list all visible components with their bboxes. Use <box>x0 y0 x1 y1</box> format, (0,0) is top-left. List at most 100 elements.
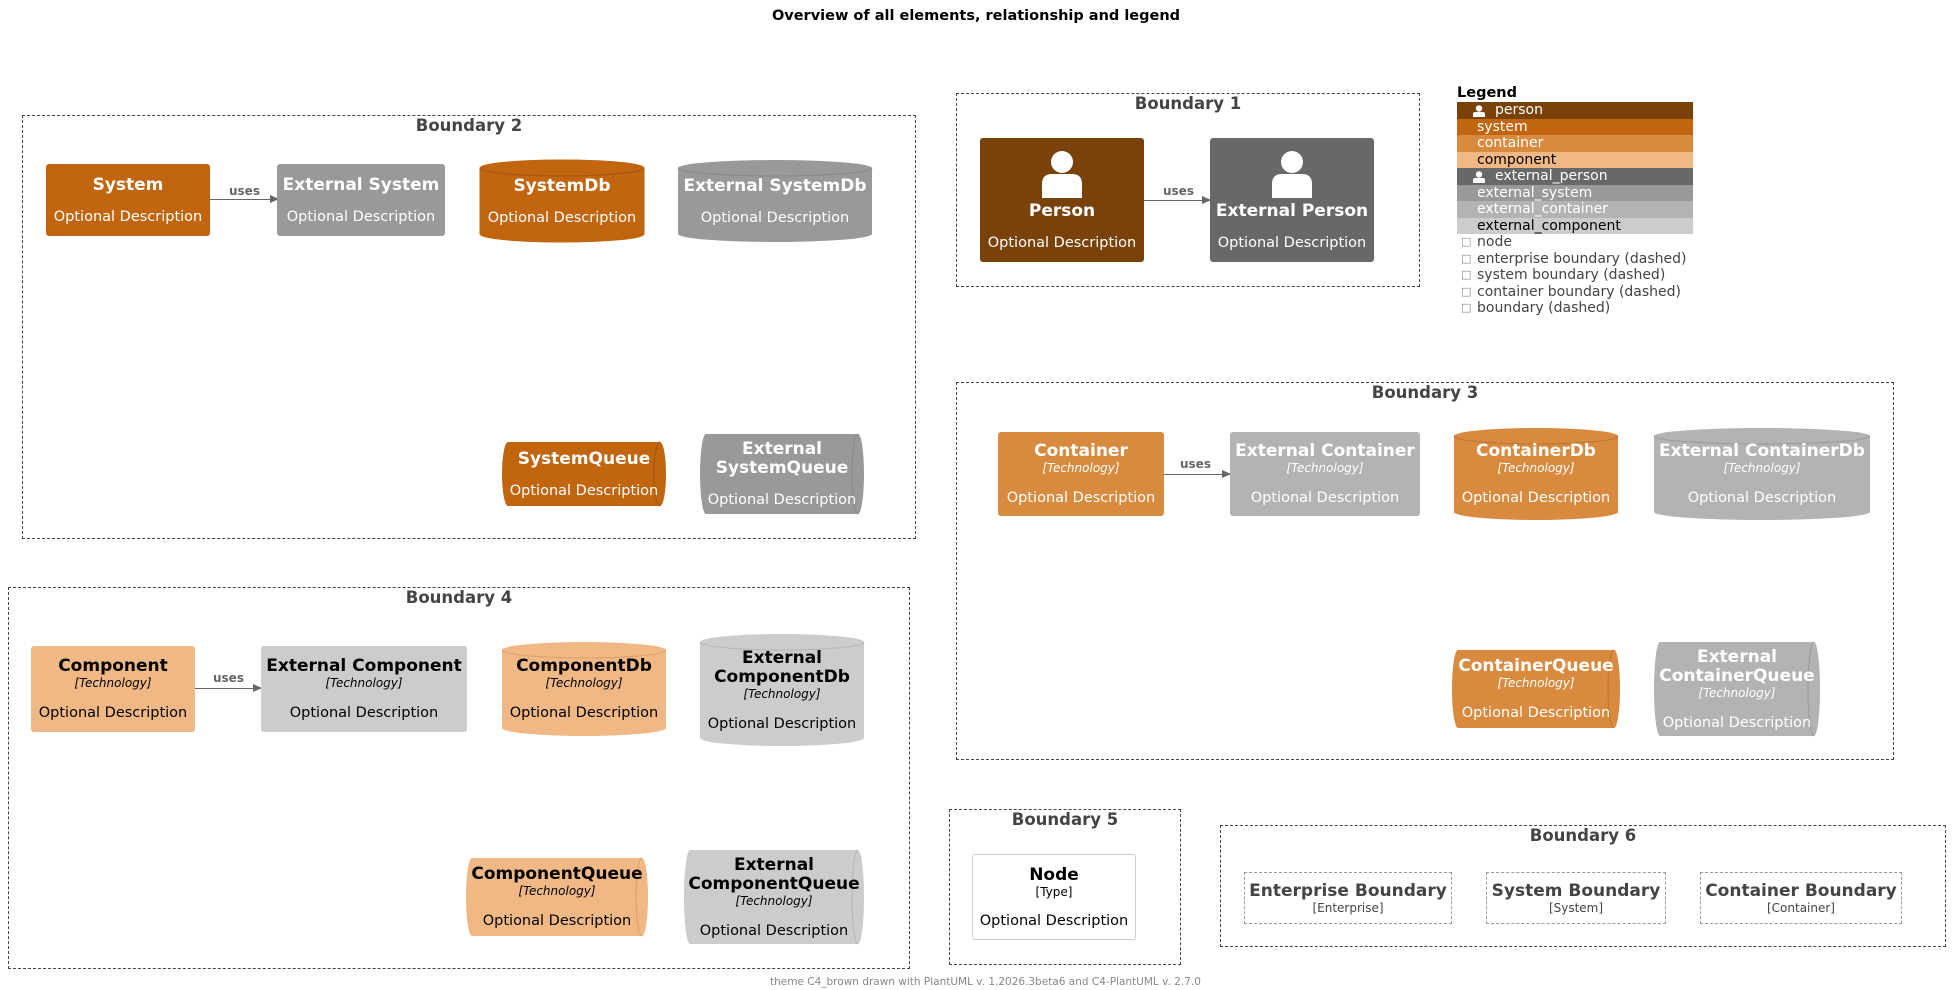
container-element[interactable]: Container [Technology] Optional Descript… <box>998 432 1164 516</box>
component-db-element[interactable]: ComponentDb [Technology] Optional Descri… <box>501 642 667 736</box>
legend-marker-icon: □ <box>1461 284 1472 298</box>
container-desc: Optional Description <box>1006 490 1156 506</box>
person-name: Person <box>1028 200 1096 221</box>
external-component-queue-element[interactable]: External ComponentQueue [Technology] Opt… <box>684 849 864 945</box>
boundary-5: Boundary 5 <box>949 809 1181 965</box>
legend-item-label: node <box>1477 234 1512 250</box>
external-container-queue-desc: Optional Description <box>1662 714 1812 731</box>
external-component-db-tech: [Technology] <box>743 686 821 701</box>
container-name: Container <box>1034 441 1128 461</box>
system-queue-element[interactable]: SystemQueue Optional Description <box>502 441 666 507</box>
legend-item-label: external_component <box>1477 217 1621 234</box>
person-icon <box>1272 150 1312 198</box>
external-system-queue-element[interactable]: External SystemQueue Optional Descriptio… <box>700 433 864 515</box>
component-element[interactable]: Component [Technology] Optional Descript… <box>31 646 195 732</box>
component-db-desc: Optional Description <box>509 705 659 721</box>
database-shape-icon <box>1453 428 1619 520</box>
legend-item-label: component <box>1477 151 1557 168</box>
external-system-queue-name-2: SystemQueue <box>715 458 849 478</box>
external-container-db-element[interactable]: External ContainerDb [Technology] Option… <box>1653 428 1871 520</box>
person-element[interactable]: Person Optional Description <box>980 138 1144 262</box>
container-boundary-type: [Container] <box>1766 901 1835 915</box>
boundary-4: Boundary 4 <box>8 587 910 969</box>
external-container-queue-tech: [Technology] <box>1698 685 1776 700</box>
external-component-element[interactable]: External Component [Technology] Optional… <box>261 646 467 732</box>
queue-shape-icon <box>1654 641 1820 737</box>
legend-item-label: boundary (dashed) <box>1477 300 1611 316</box>
boundary-2: Boundary 2 <box>22 115 916 539</box>
legend-marker-icon: □ <box>1461 268 1472 281</box>
external-component-db-name-2: ComponentDb <box>714 666 850 687</box>
external-component-db-desc: Optional Description <box>707 715 857 732</box>
legend-item-person: person <box>1457 102 1693 119</box>
container-db-desc: Optional Description <box>1461 490 1611 506</box>
system-boundary-element[interactable]: System Boundary [System] <box>1486 872 1666 924</box>
external-component-name: External Component <box>266 656 462 676</box>
external-system-queue-name-1: External <box>741 439 823 459</box>
legend-item-component: component <box>1457 151 1693 168</box>
database-shape-icon <box>501 642 667 736</box>
component-name: Component <box>58 656 168 676</box>
queue-shape-icon <box>700 433 864 515</box>
enterprise-boundary-element[interactable]: Enterprise Boundary [Enterprise] <box>1244 872 1452 924</box>
rel-label: uses <box>1163 184 1194 198</box>
person-icon <box>1042 150 1082 198</box>
enterprise-boundary-type: [Enterprise] <box>1312 901 1384 915</box>
external-component-queue-name-1: External <box>733 854 814 875</box>
legend-item-label: system <box>1477 118 1528 135</box>
external-container-db-tech: [Technology] <box>1723 461 1801 475</box>
external-system-db-desc: Optional Description <box>700 209 850 226</box>
rel-label: uses <box>213 671 244 685</box>
container-queue-element[interactable]: ContainerQueue [Technology] Optional Des… <box>1452 649 1620 729</box>
external-system-db-element[interactable]: External SystemDb Optional Description <box>677 160 873 242</box>
legend-item-system-boundary-dashed: □ system boundary (dashed) <box>1457 267 1693 284</box>
system-element[interactable]: System Optional Description <box>46 164 210 236</box>
node-desc: Optional Description <box>979 912 1129 929</box>
external-container-element[interactable]: External Container [Technology] Optional… <box>1230 432 1420 516</box>
component-queue-tech: [Technology] <box>518 884 596 898</box>
person-icon <box>1473 105 1485 117</box>
legend-item-container-boundary-dashed: □ container boundary (dashed) <box>1457 284 1693 301</box>
external-system-desc: Optional Description <box>286 208 436 225</box>
container-tech: [Technology] <box>1042 461 1120 475</box>
legend-item-system: system <box>1457 118 1693 135</box>
database-shape-icon <box>677 160 873 242</box>
legend-item-enterprise-boundary-dashed: □enterprise boundary (dashed) <box>1457 251 1693 268</box>
legend-item-label: external_container <box>1477 201 1608 217</box>
legend-marker-icon: □ <box>1461 251 1472 265</box>
container-db-element[interactable]: ContainerDb [Technology] Optional Descri… <box>1453 428 1619 520</box>
external-container-tech: [Technology] <box>1286 461 1364 475</box>
system-db-element[interactable]: SystemDb Optional Description <box>479 159 645 243</box>
component-db-tech: [Technology] <box>545 676 623 690</box>
queue-shape-icon <box>466 857 648 937</box>
container-boundary-element[interactable]: Container Boundary [Container] <box>1700 872 1902 924</box>
boundary-6-title: Boundary 6 <box>1529 826 1637 845</box>
boundary-1-title: Boundary 1 <box>1134 94 1242 113</box>
legend-item-label: system boundary (dashed) <box>1477 267 1666 283</box>
system-queue-name: SystemQueue <box>517 448 651 469</box>
external-component-db-element[interactable]: External ComponentDb [Technology] Option… <box>699 634 865 746</box>
external-system-element[interactable]: External System Optional Description <box>277 164 445 236</box>
component-queue-element[interactable]: ComponentQueue [Technology] Optional Des… <box>466 857 648 937</box>
external-container-db-name: External ContainerDb <box>1659 441 1865 461</box>
node-element[interactable]: Node [Type] Optional Description <box>972 854 1136 940</box>
legend-item-label: container boundary (dashed) <box>1477 283 1681 300</box>
legend-marker-icon: □ <box>1461 235 1472 248</box>
legend-item-container: container <box>1457 135 1693 152</box>
node-name: Node <box>1029 864 1079 885</box>
legend-marker-icon: □ <box>1461 301 1472 314</box>
external-person-desc: Optional Description <box>1217 234 1367 251</box>
database-shape-icon <box>699 634 865 746</box>
legend-item-label: external_system <box>1477 184 1593 201</box>
queue-shape-icon <box>502 441 666 507</box>
legend-item-label: container <box>1477 135 1544 151</box>
queue-shape-icon <box>684 849 864 945</box>
external-container-queue-element[interactable]: External ContainerQueue [Technology] Opt… <box>1654 641 1820 737</box>
container-boundary-name: Container Boundary <box>1705 881 1897 901</box>
external-component-queue-desc: Optional Description <box>699 922 849 939</box>
legend-item-external-component: external_component <box>1457 217 1693 234</box>
external-person-element[interactable]: External Person Optional Description <box>1210 138 1374 262</box>
component-tech: [Technology] <box>74 676 152 690</box>
container-db-name: ContainerDb <box>1476 441 1596 461</box>
